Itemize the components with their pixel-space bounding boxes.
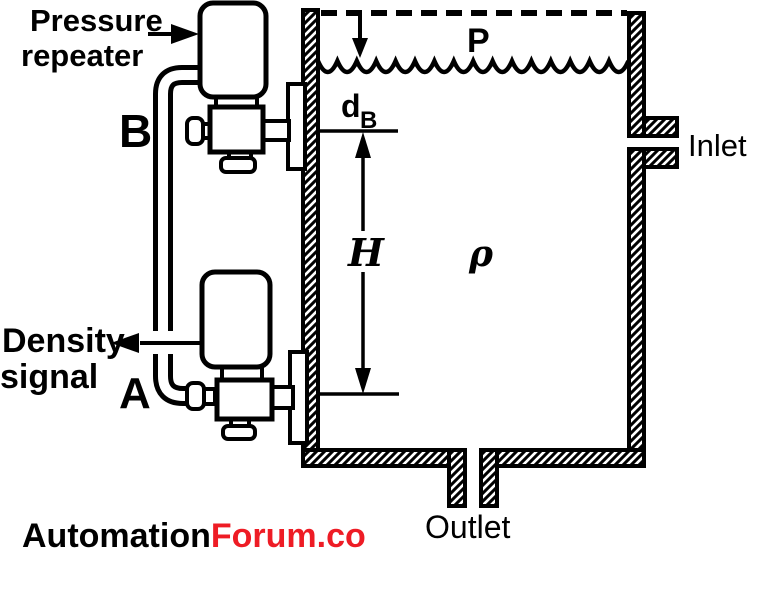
watermark-black-part: Automation (22, 517, 211, 555)
transmitter-a-valve (214, 377, 275, 422)
transmitter-a (185, 269, 309, 445)
inlet-pipe (642, 116, 679, 169)
height-arrowhead-up-icon (355, 132, 371, 158)
transmitter-a-knob (185, 381, 206, 411)
outlet-pipe (447, 448, 499, 508)
liquid-surface (315, 55, 631, 75)
pressure-repeater-arrow (148, 24, 199, 44)
outlet-pipe-right-wall (479, 448, 499, 508)
device-a-label: A (119, 369, 151, 418)
watermark-red-part: Forum.co (211, 517, 366, 555)
transmitter-a-body (199, 269, 273, 370)
tank-bottom-wall-right (495, 448, 646, 468)
transmitter-b-tap-stub (261, 119, 291, 142)
outlet-pipe-left-wall (447, 448, 467, 508)
height-label: H (347, 230, 385, 275)
tank-right-wall-lower (627, 147, 646, 468)
height-dimension: H (318, 132, 399, 396)
height-arrowhead-down-icon (355, 368, 371, 394)
transmitter-b-knob (185, 116, 205, 146)
density-rho-label: ρ (468, 233, 494, 275)
density-signal-arrow (111, 333, 210, 353)
depth-b-subscript: B (360, 107, 377, 134)
device-b-label: B (119, 105, 152, 157)
inlet-pipe-upper-stub (642, 116, 679, 138)
pressure-repeater-arrowhead-icon (171, 24, 199, 44)
pressure-repeater-label-line1: Pressure (30, 3, 163, 38)
tank-bottom-wall-left (301, 448, 451, 468)
transmitter-b (185, 0, 307, 174)
tank-right-wall-upper (627, 11, 646, 138)
transmitter-b-valve (207, 104, 266, 155)
depth-b-label: d (341, 88, 361, 124)
pressure-repeater-label-line2: repeater (21, 38, 143, 73)
inlet-pipe-lower-stub (642, 147, 679, 169)
density-signal-label-line1: Density (2, 322, 125, 360)
transmitter-a-cap (221, 424, 257, 441)
inlet-label: Inlet (688, 128, 747, 163)
surface-level-arrowhead-icon (352, 38, 368, 58)
outlet-label: Outlet (425, 509, 510, 545)
transmitter-b-body (197, 0, 269, 100)
density-signal-label-line2: signal (0, 358, 98, 396)
watermark: AutomationForum.co (22, 517, 366, 555)
transmitter-b-cap (219, 156, 257, 174)
density-signal-arrowhead-icon (111, 333, 139, 353)
surface-level-arrow (352, 16, 368, 58)
pressure-label: P (467, 22, 490, 60)
depth-b-dimension: d B (318, 88, 398, 134)
